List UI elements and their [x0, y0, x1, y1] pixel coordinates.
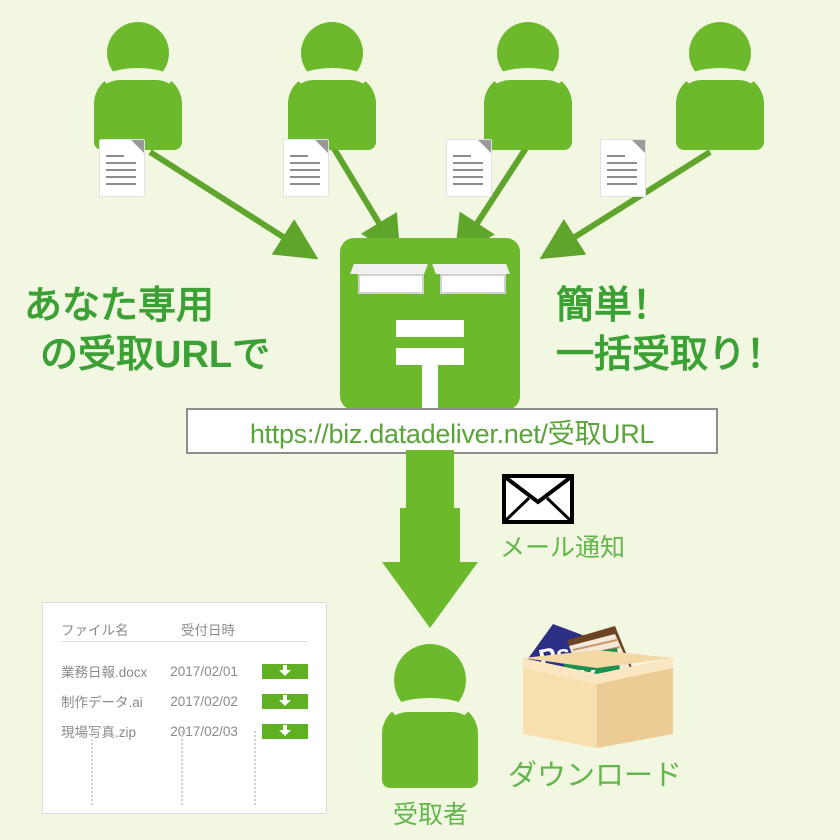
cell-file-name: 現場写真.zip — [61, 725, 137, 740]
doc-line — [453, 169, 483, 171]
box-back-flap — [523, 650, 673, 668]
column-file-name: ファイル名 — [61, 623, 129, 638]
recipient-person-icon — [382, 644, 478, 788]
doc-line — [290, 162, 320, 164]
file-table: ファイル名 受付日時 — [61, 619, 308, 646]
cell-file-name: 制作データ.ai — [61, 695, 143, 710]
table-row: 業務日報.docx 2017/02/01 — [61, 656, 308, 686]
mailbox-icon — [340, 238, 520, 410]
file-list-card: ファイル名 受付日時 業務日報.docx 2017/02/01 — [42, 602, 327, 814]
doc-line — [453, 183, 483, 185]
mailbox-slot-right — [440, 274, 506, 294]
person-torso-icon — [288, 80, 376, 150]
doc-line — [453, 155, 471, 157]
cell-received-date: 2017/02/03 — [170, 723, 238, 739]
envelope-icon — [502, 474, 574, 524]
download-flow-arrow — [382, 450, 478, 628]
header-divider — [61, 641, 308, 642]
continuation-dots-name — [91, 731, 93, 805]
download-box-icon: Ps X — [523, 624, 673, 748]
table-row: 制作データ.ai 2017/02/02 — [61, 686, 308, 716]
headline-right-line1: 簡単！ — [556, 285, 671, 327]
receive-url-field[interactable]: https://biz.datadeliver.net/受取URL — [186, 408, 718, 454]
cell-received-date: 2017/02/01 — [170, 663, 238, 679]
download-label: ダウンロード — [508, 760, 683, 792]
arrow-sender-2 — [327, 140, 401, 259]
person-torso-icon — [382, 712, 478, 788]
doc-line — [290, 183, 320, 185]
person-torso-icon — [484, 80, 572, 150]
download-arrow-icon — [279, 665, 291, 676]
postal-mark-stem — [422, 348, 438, 410]
sender-person-2 — [288, 22, 376, 152]
file-table-body: 業務日報.docx 2017/02/01 制作データ.ai 201 — [61, 656, 308, 746]
document-icon-1 — [99, 139, 145, 197]
headline-right-line2: 一括受取り！ — [556, 333, 785, 376]
doc-line — [453, 176, 483, 178]
column-received-date: 受付日時 — [181, 623, 235, 638]
doc-line — [453, 162, 483, 164]
box-right-side — [597, 658, 673, 748]
doc-line — [106, 183, 136, 185]
arrow-sender-3 — [454, 140, 533, 259]
arrow-sender-1 — [148, 149, 319, 260]
mail-notification-label: メール通知 — [500, 534, 626, 562]
file-table-header-row: ファイル名 受付日時 — [61, 619, 308, 646]
postal-mark-top-bar — [396, 320, 464, 337]
doc-line — [106, 155, 124, 157]
document-icon-2 — [283, 139, 329, 197]
person-torso-icon — [94, 80, 182, 150]
recipient-label: 受取者 — [393, 801, 469, 829]
doc-line — [106, 162, 136, 164]
mailbox-awning-right — [432, 264, 510, 274]
doc-line — [607, 169, 637, 171]
continuation-dots-action — [254, 731, 256, 805]
download-button[interactable] — [262, 693, 308, 709]
doc-line — [290, 155, 308, 157]
page-fold-icon — [315, 140, 328, 153]
headline-left: あなた専用 の受取URLで — [24, 282, 270, 379]
envelope-flap — [504, 476, 572, 522]
download-arrow-icon — [279, 695, 291, 706]
box-left-side — [523, 658, 597, 748]
sender-person-1 — [94, 22, 182, 152]
doc-line — [106, 169, 136, 171]
doc-line — [607, 162, 637, 164]
cell-file-name: 業務日報.docx — [61, 665, 148, 680]
page-fold-icon — [632, 140, 645, 153]
doc-line — [607, 155, 625, 157]
page-fold-icon — [131, 140, 144, 153]
doc-line — [106, 176, 136, 178]
document-icon-3 — [446, 139, 492, 197]
doc-line — [290, 169, 320, 171]
person-torso-icon — [676, 80, 764, 150]
mailbox-awning-left — [350, 264, 428, 274]
cell-received-date: 2017/02/02 — [170, 693, 238, 709]
continuation-dots-date — [181, 731, 183, 805]
table-row: 現場写真.zip 2017/02/03 — [61, 716, 308, 746]
headline-left-line1: あなた専用 — [24, 285, 215, 327]
document-icon-4 — [600, 139, 646, 197]
headline-left-line2: の受取URLで — [40, 333, 271, 376]
page-fold-icon — [478, 140, 491, 153]
download-arrow-icon — [279, 725, 291, 736]
mailbox-slot-left — [358, 274, 424, 294]
download-button[interactable] — [262, 723, 308, 739]
headline-right: 簡単！ 一括受取り！ — [556, 282, 784, 379]
doc-line — [607, 183, 637, 185]
sender-person-3 — [484, 22, 572, 152]
doc-line — [290, 176, 320, 178]
download-button[interactable] — [262, 663, 308, 679]
doc-line — [607, 176, 637, 178]
box-front-flap — [523, 658, 673, 684]
sender-person-4 — [676, 22, 764, 152]
